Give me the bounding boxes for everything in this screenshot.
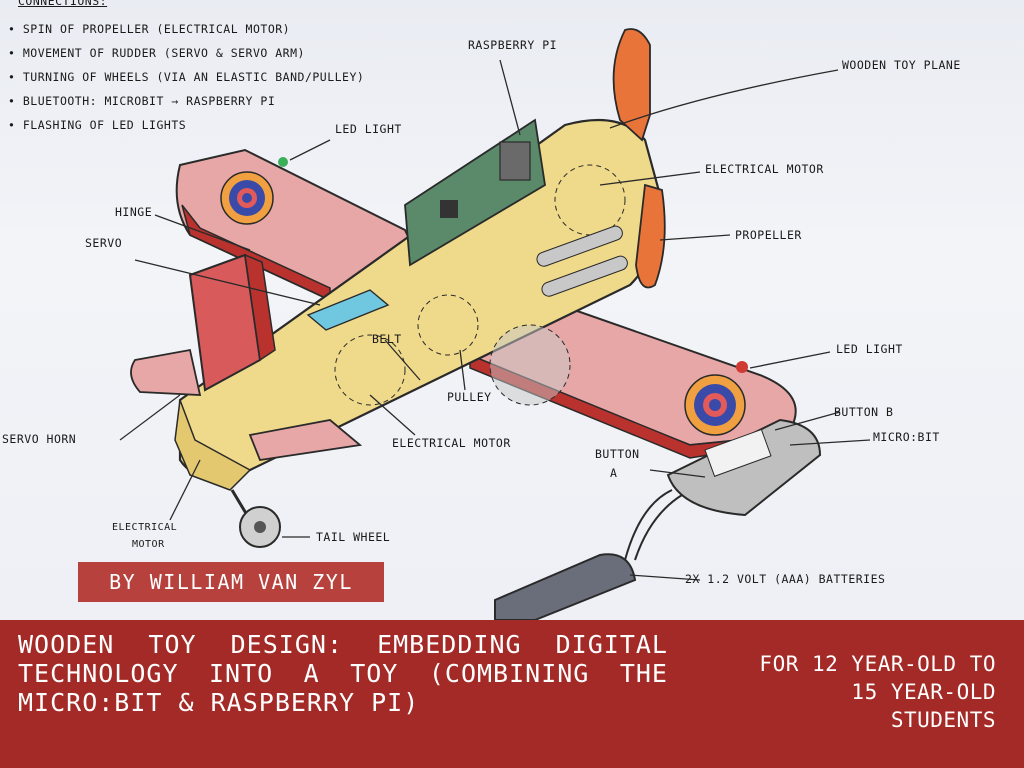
label-servo-horn: SERVO HORN bbox=[2, 432, 77, 446]
page-title: WOODEN TOY DESIGN: EMBEDDING DIGITAL TEC… bbox=[18, 630, 668, 717]
label-micro-bit: MICRO:BIT bbox=[873, 430, 940, 444]
label-propeller: PROPELLER bbox=[735, 228, 802, 242]
author-badge: BY WILLIAM VAN ZYL bbox=[78, 562, 384, 602]
title-banner bbox=[0, 620, 1024, 768]
label-hinge: HINGE bbox=[115, 205, 153, 219]
label-raspberry-pi: RASPBERRY PI bbox=[468, 38, 558, 52]
label-button-a-1: BUTTON bbox=[595, 447, 640, 461]
label-button-a-2: A bbox=[610, 466, 618, 480]
note-bullet: • FLASHING OF LED LIGHTS bbox=[8, 118, 187, 132]
label-batteries: 2X 1.2 VOLT (AAA) BATTERIES bbox=[685, 572, 886, 586]
note-bullet: • SPIN OF PROPELLER (ELECTRICAL MOTOR) bbox=[8, 22, 291, 36]
audience-text: FOR 12 YEAR-OLD TO 15 YEAR-OLD STUDENTS bbox=[759, 652, 996, 732]
label-servo: SERVO bbox=[85, 236, 123, 250]
note-bullet: • MOVEMENT OF RUDDER (SERVO & SERVO ARM) bbox=[8, 46, 305, 60]
label-led-light-right: LED LIGHT bbox=[836, 342, 903, 356]
label-pulley: PULLEY bbox=[447, 390, 492, 404]
label-belt: BELT bbox=[372, 332, 402, 346]
battery-pack bbox=[494, 553, 637, 620]
note-bullet: • TURNING OF WHEELS (VIA AN ELASTIC BAND… bbox=[8, 70, 365, 84]
label-button-b: BUTTON B bbox=[834, 405, 894, 419]
label-electrical-motor-tail-1: ELECTRICAL bbox=[112, 522, 178, 533]
label-electrical-motor-tail-2: MOTOR bbox=[132, 539, 165, 550]
label-electrical-motor-front: ELECTRICAL MOTOR bbox=[705, 162, 824, 176]
propeller bbox=[612, 28, 651, 142]
note-bullet: • BLUETOOTH: MICROBIT → RASPBERRY PI bbox=[8, 94, 276, 108]
label-tail-wheel: TAIL WHEEL bbox=[316, 530, 391, 544]
plane-sketch: CONNECTIONS: • SPIN OF PROPELLER (ELECTR… bbox=[0, 0, 1024, 620]
author-name: BY WILLIAM VAN ZYL bbox=[109, 570, 353, 594]
label-led-light-top: LED LIGHT bbox=[335, 122, 402, 136]
plane-drawing bbox=[119, 28, 871, 620]
label-wooden-toy-plane: WOODEN TOY PLANE bbox=[842, 58, 961, 72]
notes-heading: CONNECTIONS: bbox=[18, 0, 108, 8]
label-electrical-motor-mid: ELECTRICAL MOTOR bbox=[392, 436, 511, 450]
